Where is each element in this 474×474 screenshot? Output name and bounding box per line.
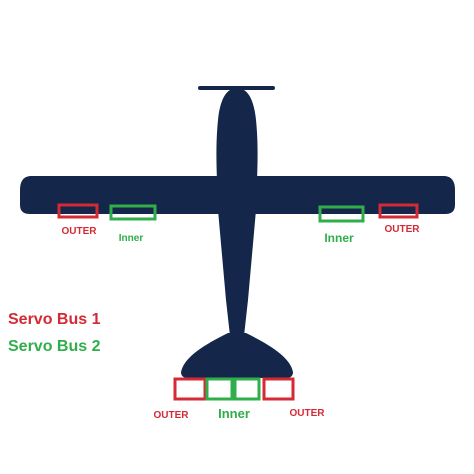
left-inner-label: Inner [119, 233, 144, 244]
legend-servo-bus-1: Servo Bus 1 [8, 311, 101, 328]
fuselage [216, 88, 258, 336]
tail-right-outer-label: OUTER [290, 408, 326, 419]
left-outer-label: OUTER [62, 226, 98, 237]
legend-servo-bus-2: Servo Bus 2 [8, 338, 101, 355]
right-inner-label: Inner [324, 231, 354, 245]
right-outer-label: OUTER [385, 224, 421, 235]
tail-inner-label: Inner [218, 406, 250, 421]
right-outer-servo-box [378, 203, 419, 219]
tail-inner-left-servo-box [205, 377, 234, 401]
tail-left-outer-servo-box [173, 377, 207, 401]
tail-stabilizer [181, 333, 293, 378]
propeller [198, 86, 275, 90]
right-inner-servo-box [318, 205, 365, 223]
tail-right-outer-servo-box [262, 377, 295, 401]
tail-inner-right-servo-box [233, 377, 261, 401]
airplane-silhouette [20, 86, 455, 378]
tail-left-outer-label: OUTER [154, 410, 190, 421]
left-outer-servo-box [57, 203, 99, 219]
left-inner-servo-box [109, 204, 157, 221]
